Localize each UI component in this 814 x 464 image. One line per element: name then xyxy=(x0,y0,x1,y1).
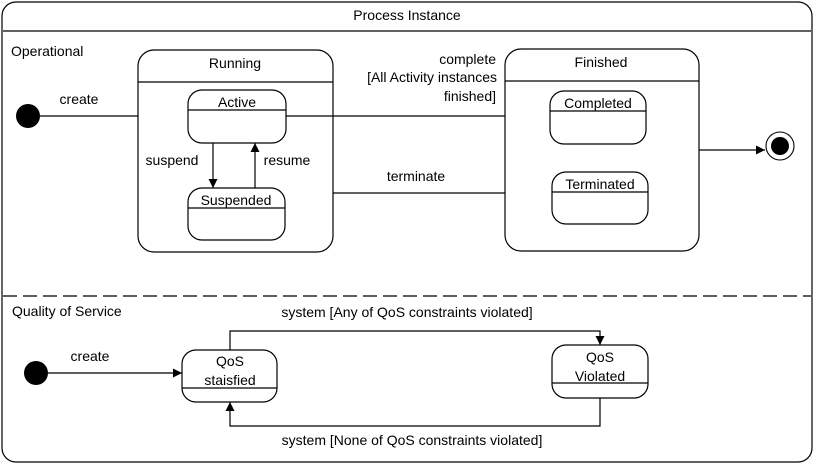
state-completed[interactable]: Completed xyxy=(549,90,647,145)
transition-label-complete-2: [All Activity instances xyxy=(367,69,497,85)
state-name-qos-satisfied-1: QoS xyxy=(216,353,244,369)
state-name-finished: Finished xyxy=(575,54,628,70)
transition-label-create-operational: create xyxy=(60,91,99,107)
initial-state-operational[interactable] xyxy=(16,104,40,128)
state-active[interactable]: Active xyxy=(187,89,287,144)
state-name-terminated: Terminated xyxy=(565,176,634,192)
transition-label-to-qos-violated: system [Any of QoS constraints violated] xyxy=(281,304,532,320)
transition-label-suspend: suspend xyxy=(146,152,199,168)
state-name-qos-satisfied-2: staisfied xyxy=(204,372,255,388)
state-name-suspended: Suspended xyxy=(201,192,272,208)
initial-state-qos[interactable] xyxy=(24,361,48,385)
state-name-running: Running xyxy=(209,55,261,71)
transition-label-complete-1: complete xyxy=(439,51,496,67)
transition-label-to-qos-satisfied: system [None of QoS constraints violated… xyxy=(282,432,543,448)
state-name-qos-violated-1: QoS xyxy=(586,349,614,365)
transition-label-complete-3: finished] xyxy=(444,88,496,104)
final-state[interactable] xyxy=(765,131,795,161)
state-qos-violated[interactable]: QoS Violated xyxy=(551,344,649,399)
state-suspended[interactable]: Suspended xyxy=(187,187,286,241)
region-label-operational: Operational xyxy=(11,43,83,59)
transition-label-resume: resume xyxy=(264,152,311,168)
state-name-completed: Completed xyxy=(564,95,632,111)
transition-to-qos-violated[interactable] xyxy=(229,330,605,350)
state-name-qos-violated-2: Violated xyxy=(575,368,625,384)
state-terminated[interactable]: Terminated xyxy=(551,171,649,225)
transition-to-qos-satisfied[interactable] xyxy=(225,398,601,427)
state-name-active: Active xyxy=(218,94,256,110)
state-qos-satisfied[interactable]: QoS staisfied xyxy=(181,349,278,403)
transition-label-terminate: terminate xyxy=(387,168,446,184)
process-instance-title: Process Instance xyxy=(353,7,461,23)
transition-label-create-qos: create xyxy=(71,348,110,364)
region-label-qos: Quality of Service xyxy=(12,303,122,319)
